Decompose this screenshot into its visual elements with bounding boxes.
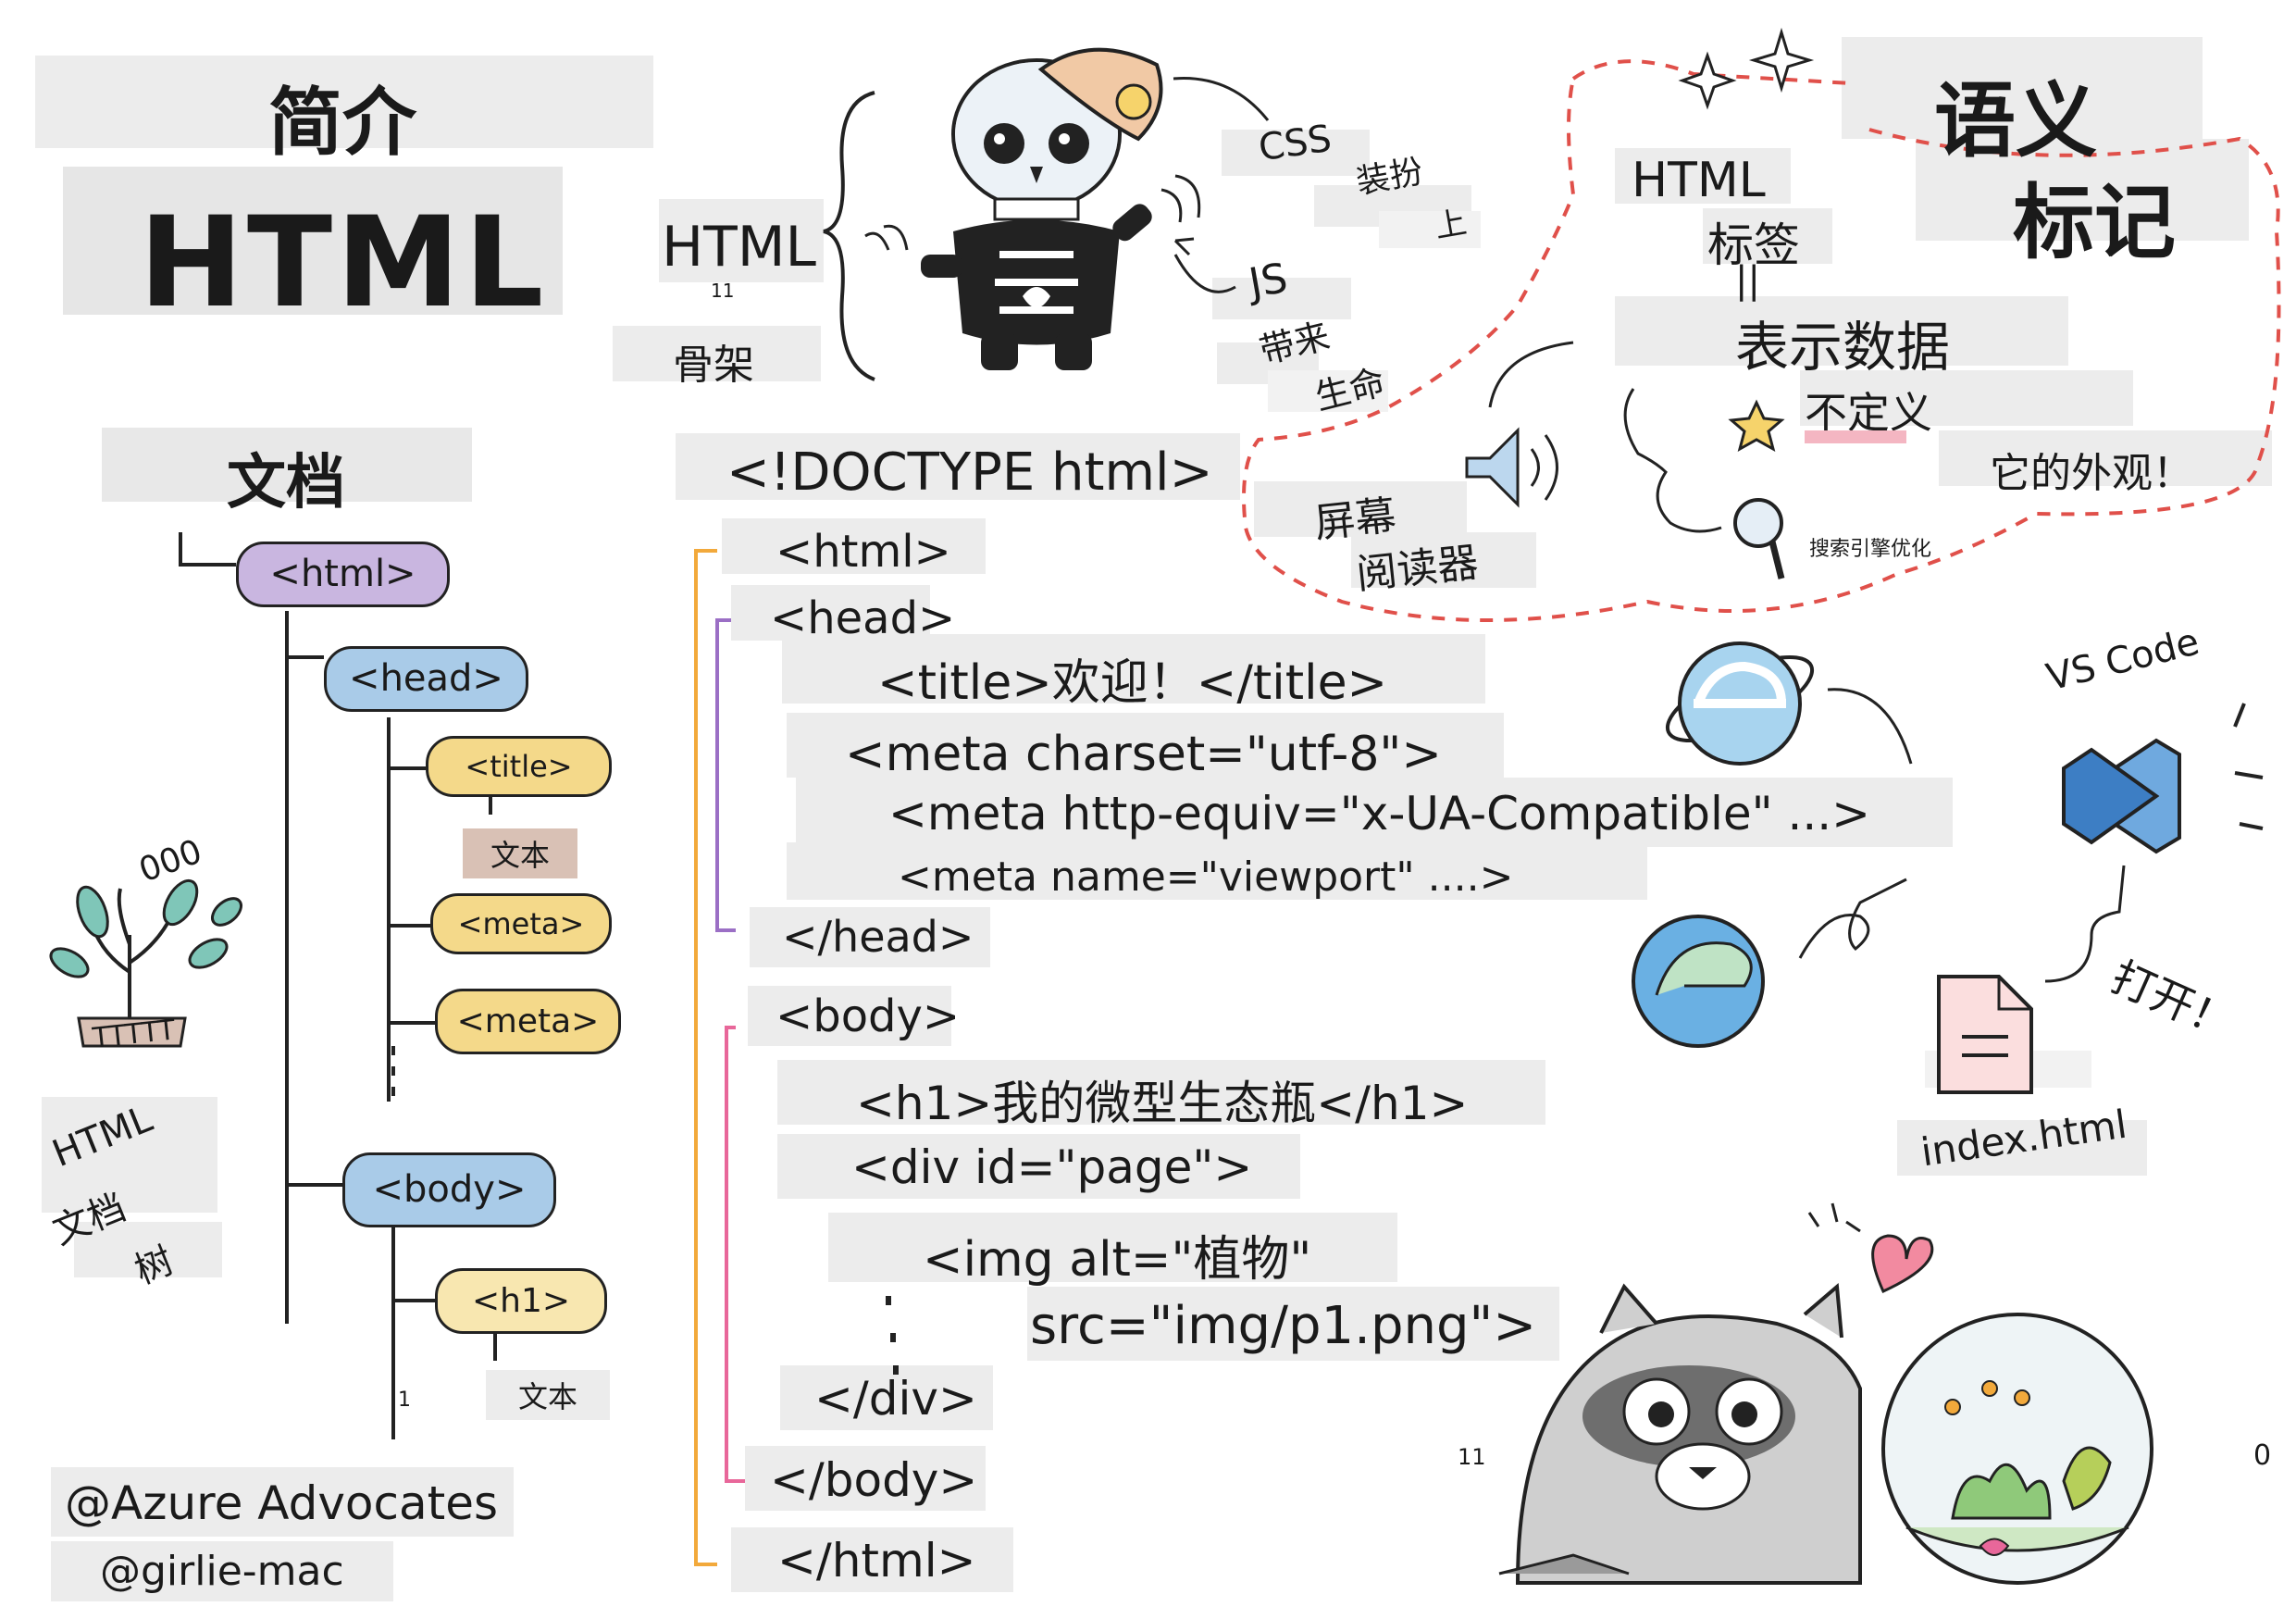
code-line-doctype: <!DOCTYPE html>	[726, 442, 1213, 503]
star-icon	[1728, 399, 1785, 453]
credit-girlie-mac: @girlie-mac	[100, 1548, 344, 1595]
code-line-meta-compatible: <meta http-equiv="x-UA-Compatible" ...>	[888, 787, 1871, 841]
html-bracket	[694, 549, 717, 1566]
code-line-html-close: </html>	[777, 1534, 976, 1588]
code-line-div-open: <div id="page">	[851, 1140, 1253, 1194]
tree-node-head: <head>	[324, 646, 528, 712]
vscode-icon	[2062, 738, 2181, 854]
code-line-body-open: <body>	[776, 990, 961, 1042]
intro-title: HTML	[139, 190, 548, 335]
magnifier-icon	[1733, 498, 1785, 579]
code-line-html-open: <html>	[776, 526, 951, 578]
equals-mark: ||	[1735, 259, 1760, 302]
code-line-meta-charset: <meta charset="utf-8">	[845, 727, 1442, 782]
code-line-head-open: <head>	[770, 592, 956, 644]
plant-pot-illustration	[49, 878, 242, 1048]
html-tags-label-1: HTML	[1632, 153, 1766, 208]
tools-zero-mark: 0	[2253, 1439, 2272, 1472]
tree-node-text-1: 文本	[463, 828, 578, 878]
raccoon-illustration	[1498, 1282, 1862, 1585]
file-icon	[1937, 975, 2033, 1094]
tree-node-html: <html>	[236, 542, 450, 607]
code-line-img-alt: <img alt="植物"	[923, 1232, 1312, 1288]
tree-node-title: <title>	[426, 736, 612, 797]
code-line-h1: <h1>我的微型生态瓶</h1>	[856, 1077, 1469, 1130]
document-title: 文档	[227, 449, 345, 517]
code-line-meta-viewport: <meta name="viewport" ....>	[898, 853, 1514, 901]
terrarium-illustration	[1881, 1313, 2153, 1585]
not-define-label: 不定义	[1805, 388, 1932, 438]
tree-node-text-2: 文本	[486, 1370, 611, 1420]
skeleton-small-number: 11	[711, 280, 735, 302]
appearance-label: 它的外观！	[1990, 450, 2193, 497]
tree-lines	[179, 532, 497, 1439]
skeleton-brace	[823, 91, 875, 381]
semantic-title-2: 标记	[2013, 175, 2177, 270]
head-bracket	[715, 618, 736, 932]
skeleton-label: 骨架	[673, 342, 754, 389]
body-bracket	[725, 1026, 745, 1483]
skeleton-html-label: HTML	[662, 215, 816, 280]
not-define-underline	[1805, 430, 1906, 443]
code-line-title: <title>欢迎！</title>	[877, 655, 1388, 711]
intro-subtitle: 简介	[268, 80, 416, 166]
tree-node-h1: <h1>	[435, 1268, 607, 1334]
internet-explorer-icon	[1665, 641, 1815, 766]
js-label: JS	[1245, 254, 1292, 308]
semantic-title-1: 语义	[1934, 73, 2098, 168]
edge-icon	[1632, 915, 1765, 1048]
code-line-img-src: src="img/p1.png">	[1030, 1296, 1537, 1356]
skeleton-icon	[921, 47, 1163, 370]
html-tags-label-2: 标签	[1707, 218, 1800, 272]
tree-node-meta-2: <meta>	[435, 989, 621, 1054]
credit-azure-advocates: @Azure Advocates	[65, 1476, 499, 1530]
semantic-dashed-boundary	[1242, 59, 2281, 622]
speaker-icon	[1465, 427, 1558, 508]
represent-data-label: 表示数据	[1735, 316, 1951, 379]
tools-small-number: 11	[1458, 1444, 1486, 1470]
code-line-body-close: </body>	[770, 1453, 978, 1507]
code-line-head-close: </head>	[782, 912, 974, 962]
tree-small-mark: 1	[398, 1389, 411, 1412]
tree-node-meta-1: <meta>	[430, 893, 612, 954]
heart-icon	[1871, 1234, 1934, 1293]
reader-label: 阅读器	[1354, 539, 1481, 599]
seo-label: 搜索引擎优化	[1809, 538, 1932, 561]
code-line-div-close: </div>	[814, 1372, 977, 1426]
tree-node-body: <body>	[342, 1152, 556, 1227]
